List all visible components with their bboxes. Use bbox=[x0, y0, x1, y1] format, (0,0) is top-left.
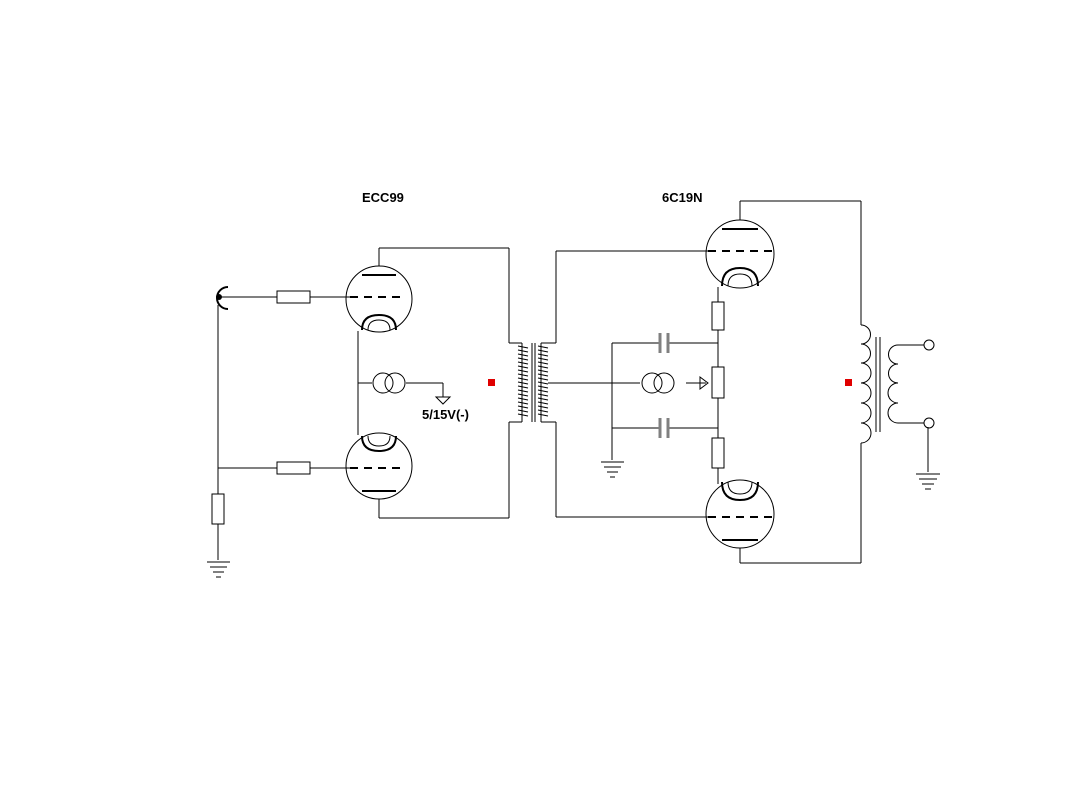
bias-pot-wiper-arrow-icon bbox=[699, 376, 709, 390]
output-stage-ground-icon bbox=[601, 461, 624, 478]
ecc99-wiring bbox=[357, 247, 510, 519]
output-current-source-icon bbox=[641, 372, 675, 394]
6c19n-lower-triode-icon bbox=[705, 479, 775, 549]
speaker-ground-icon bbox=[916, 473, 940, 490]
interstage-transformer-icon bbox=[509, 342, 556, 423]
bypass-capacitor-lower-icon bbox=[658, 418, 670, 438]
cathode-resistor-lower-icon bbox=[711, 437, 725, 469]
bias-supply-label: 5/15V(-) bbox=[422, 407, 469, 422]
interstage-center-tap-marker bbox=[488, 379, 495, 386]
output-tube-label: 6C19N bbox=[662, 190, 702, 205]
grid-resistor-top-icon bbox=[276, 290, 311, 304]
speaker-terminal-positive-icon bbox=[923, 339, 935, 351]
input-current-source-icon bbox=[372, 372, 406, 394]
input-tube-label: ECC99 bbox=[362, 190, 404, 205]
interstage-secondary-wiring bbox=[548, 250, 708, 518]
ecc99-upper-triode-icon bbox=[345, 265, 413, 333]
ecc99-lower-triode-icon bbox=[345, 432, 413, 500]
grid-resistor-bottom-icon bbox=[276, 461, 311, 475]
bias-supply-arrow-icon bbox=[434, 396, 452, 405]
bypass-capacitor-upper-icon bbox=[658, 333, 670, 353]
bias-potentiometer-icon bbox=[711, 366, 725, 399]
speaker-terminal-negative-icon bbox=[923, 417, 935, 429]
output-secondary-wiring bbox=[898, 344, 929, 472]
output-cathode-wiring bbox=[611, 287, 719, 484]
cathode-resistor-upper-icon bbox=[711, 301, 725, 331]
output-transformer-icon bbox=[860, 324, 899, 444]
6c19n-upper-triode-icon bbox=[705, 219, 775, 289]
output-plate-wiring bbox=[739, 200, 862, 564]
input-wiring bbox=[217, 296, 350, 560]
input-ground-icon bbox=[207, 561, 230, 578]
input-shunt-resistor-icon bbox=[211, 493, 225, 525]
output-center-tap-marker bbox=[845, 379, 852, 386]
